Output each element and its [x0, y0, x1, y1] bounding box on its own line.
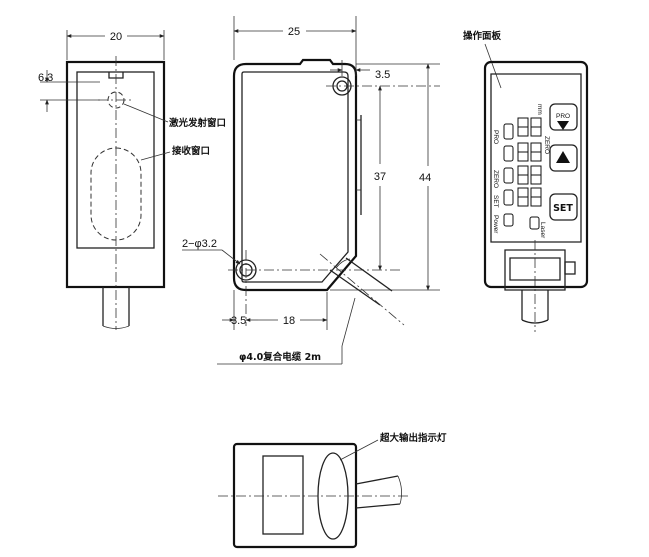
dim-side-width: 25 — [288, 26, 300, 38]
cable-boot — [335, 258, 351, 269]
receive-window — [90, 147, 142, 241]
label-laser-window: 激光发射窗口 — [169, 117, 226, 129]
dim-hole-spacing-h: 18 — [283, 315, 295, 327]
zero-led — [503, 167, 514, 184]
set-button-label: SET — [553, 203, 573, 214]
dim-bottom-hole-offset: 3.5 — [231, 315, 246, 327]
cable-edge — [345, 257, 393, 292]
label-receive-window: 接收窗口 — [172, 145, 210, 157]
up-arrow-icon — [556, 151, 570, 163]
pro-button[interactable] — [549, 103, 578, 131]
top-window — [262, 455, 304, 535]
dim-front-width: 20 — [110, 31, 122, 43]
cable-edge — [355, 503, 401, 509]
cable-edge — [355, 475, 399, 485]
leader-line — [339, 439, 379, 461]
leader-line — [140, 151, 171, 161]
center-line — [319, 253, 405, 326]
zero-label-top: ZERO — [543, 136, 550, 154]
unit-label: mm — [536, 104, 543, 115]
seven-seg-display-3 — [517, 165, 542, 185]
dim-hole-spacing-v: 37 — [374, 171, 386, 183]
top-body-outline — [232, 442, 358, 549]
dim-front-window-offset: 6.3 — [38, 72, 53, 84]
top-view: 超大输出指示灯 — [218, 432, 447, 549]
label-cable: φ4.0复合电缆 2m — [239, 351, 321, 363]
leader-line — [484, 43, 502, 89]
panel-connector-inner — [509, 257, 561, 281]
cable-edge — [329, 269, 381, 306]
panel-connector-housing — [504, 249, 566, 291]
zero-led-top — [503, 145, 514, 162]
pro-led — [503, 123, 514, 140]
panel-side-tab — [564, 261, 576, 275]
panel-view: 操作面板 mm PRO PRO ZERO ZERO — [463, 30, 589, 332]
set-led — [503, 189, 514, 206]
up-button[interactable] — [549, 144, 578, 172]
seven-seg-display-2 — [517, 142, 542, 162]
pro-label: PRO — [492, 130, 499, 144]
hole-spec: 2−φ3.2 — [182, 238, 217, 250]
side-body-outline — [232, 58, 358, 292]
laser-led — [529, 216, 540, 230]
cable-break — [102, 325, 130, 329]
leader-line — [123, 103, 169, 123]
laser-label: Laser — [539, 222, 546, 239]
front-window-frame — [76, 71, 155, 249]
seven-seg-display-4 — [517, 187, 542, 207]
seven-seg-display-1 — [517, 117, 542, 137]
label-output-indicator: 超大输出指示灯 — [379, 432, 447, 444]
cable-break — [397, 475, 402, 505]
power-label: Power — [492, 215, 499, 234]
leader-line — [341, 297, 356, 347]
zero-label: ZERO — [492, 170, 499, 188]
set-label: SET — [492, 195, 499, 208]
side-inner-outline — [241, 71, 349, 283]
front-body-outline — [65, 60, 166, 289]
dim-side-height: 44 — [419, 172, 431, 184]
leader-line — [221, 249, 241, 265]
label-operation-panel: 操作面板 — [463, 30, 502, 42]
side-view: 25 2−φ3.2 3.5 37 44 — [182, 16, 440, 365]
set-button[interactable] — [549, 193, 578, 221]
front-view: 20 6.3 激光发射窗口 接收窗口 — [38, 30, 226, 330]
cable-end — [521, 319, 549, 324]
down-arrow-icon — [557, 121, 569, 130]
power-led — [503, 213, 514, 227]
pro-button-label: PRO — [556, 113, 570, 120]
dim-top-hole-offset: 3.5 — [375, 69, 390, 81]
panel-body-outline — [483, 60, 589, 289]
panel-face — [490, 73, 582, 243]
